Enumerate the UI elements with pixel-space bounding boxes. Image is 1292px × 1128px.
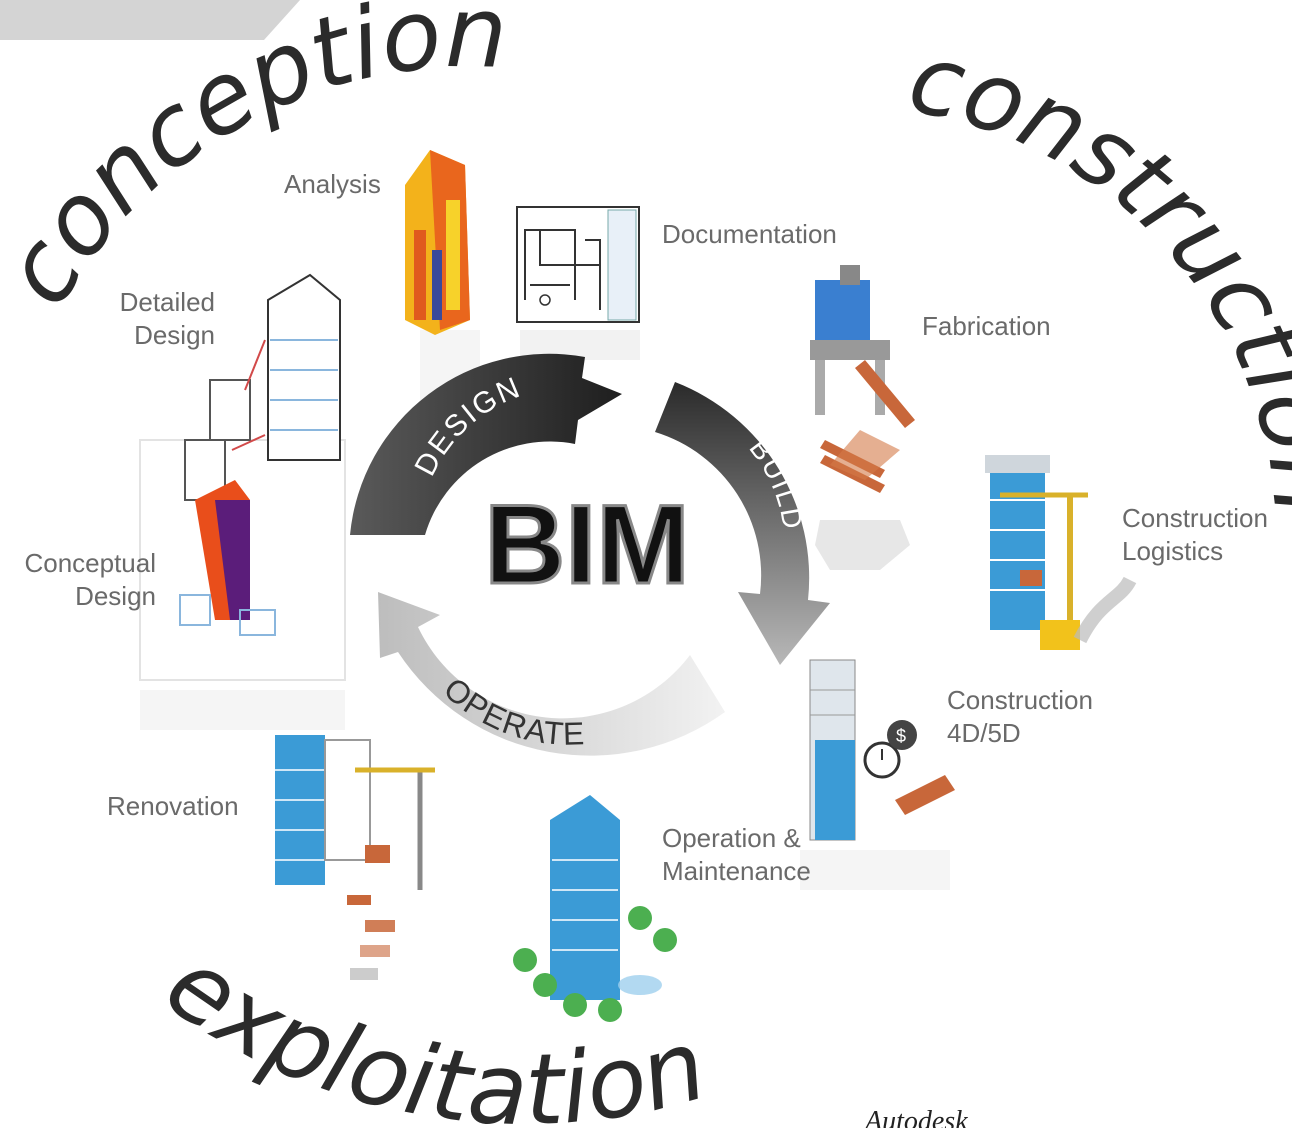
renovation-crane-icon (275, 735, 435, 980)
operate-arrow (378, 592, 725, 756)
stage-conceptual-design-label: Conceptual Design (24, 548, 156, 611)
stage-operation-maintenance-label: Operation & Maintenance (662, 823, 811, 886)
operate-arrow-label: OPERATE (437, 670, 586, 752)
stage-construction-4d5d-label: Construction 4D/5D (947, 685, 1093, 748)
analysis-building-icon (405, 150, 480, 400)
stage-detailed-design-label: Detailed Design (119, 287, 215, 350)
stage-construction-logistics-label: Construction Logistics (1122, 503, 1268, 566)
svg-text:$: $ (896, 726, 906, 746)
stage-documentation-label: Documentation (662, 219, 837, 249)
stage-renovation-label: Renovation (107, 791, 239, 821)
phase-exploitation: exploitation (146, 927, 717, 1128)
construction-logistics-crane-icon (985, 455, 1137, 650)
fabrication-machine-icon (810, 265, 915, 570)
corner-tab (0, 0, 300, 40)
design-arrow (350, 353, 622, 535)
stage-analysis-label: Analysis (284, 169, 381, 199)
construction-4d5d-icon: $ (800, 659, 955, 890)
design-evolution-icon (139, 273, 346, 730)
build-arrow (655, 382, 830, 665)
operation-building-icon (513, 795, 677, 1022)
bim-center-label: BIM (484, 482, 689, 607)
phase-construction: construction (900, 22, 1292, 520)
documentation-plan-icon (516, 206, 640, 360)
credit-label: Autodesk (865, 1106, 968, 1128)
stage-fabrication-label: Fabrication (922, 311, 1051, 341)
